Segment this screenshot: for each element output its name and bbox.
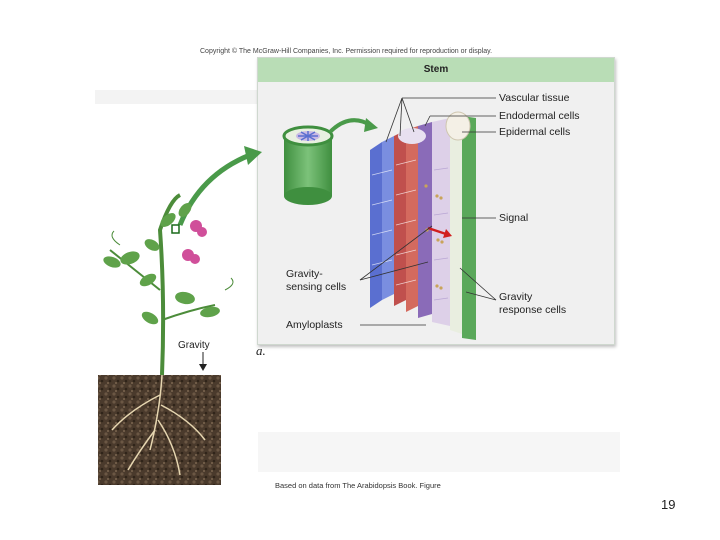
gravity-label: Gravity xyxy=(178,340,210,351)
soil xyxy=(98,375,221,485)
label-amyloplasts: Amyloplasts xyxy=(286,319,343,331)
plant-to-panel-arrow xyxy=(180,155,250,225)
label-gravity-response-line1: Gravity xyxy=(499,291,532,303)
label-signal: Signal xyxy=(499,212,528,224)
label-gravity-sensing-line1: Gravity- xyxy=(286,268,323,280)
pea-plant xyxy=(102,195,233,375)
figure-part-label: a. xyxy=(256,343,266,359)
label-gravity-response-line2: response cells xyxy=(499,304,566,316)
zoom-box xyxy=(172,225,179,233)
stem-cross-section-icon xyxy=(284,127,332,205)
label-vascular-tissue: Vascular tissue xyxy=(499,92,569,104)
source-credit: Based on data from The Arabidopsis Book.… xyxy=(275,481,441,490)
stem-tissue-section xyxy=(370,112,476,340)
label-gravity-sensing-line2: sensing cells xyxy=(286,281,346,293)
label-endodermal-cells: Endodermal cells xyxy=(499,110,580,122)
label-epidermal-cells: Epidermal cells xyxy=(499,126,570,138)
page-number: 19 xyxy=(661,497,675,512)
